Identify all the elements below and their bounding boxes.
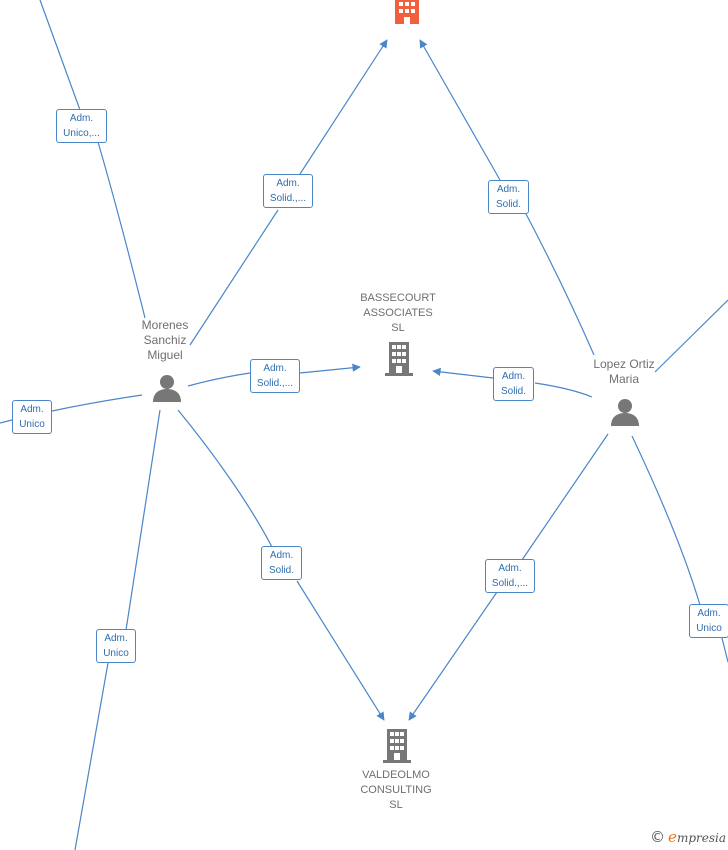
edge-morenes-to-valdeolmo <box>177 409 384 720</box>
edge-lopez-to-top-company <box>420 40 595 356</box>
edge-label-adm-unico[interactable]: Adm. Unico <box>96 629 136 663</box>
edge-label-adm-solid[interactable]: Adm. Solid.,... <box>485 559 535 593</box>
company-name-bassecourt[interactable]: BASSECOURT ASSOCIATES SL <box>360 292 436 334</box>
edge-label-adm-solid[interactable]: Adm. Solid. <box>488 180 529 214</box>
edge-label-adm-solid[interactable]: Adm. Solid.,... <box>263 174 313 208</box>
edge-offscreen-to-morenes-bottom <box>74 409 161 850</box>
edge-offscreen-to-lopez-right <box>654 299 728 373</box>
brand-initial: e <box>668 828 677 846</box>
building-icon[interactable] <box>391 0 423 26</box>
person-name-lopez[interactable]: Lopez Ortiz Maria <box>593 357 655 386</box>
company-name-valdeolmo[interactable]: VALDEOLMO CONSULTING SL <box>360 769 432 811</box>
copyright-symbol: © <box>650 828 666 846</box>
edge-lopez-to-bassecourt <box>433 371 593 398</box>
edge-morenes-to-bassecourt <box>187 367 360 387</box>
building-icon[interactable] <box>383 342 415 376</box>
edge-label-adm-unico[interactable]: Adm. Unico,... <box>56 109 107 143</box>
edge-label-adm-unico[interactable]: Adm. Unico <box>689 604 728 638</box>
person-name-morenes[interactable]: Morenes Sanchiz Miguel <box>141 318 189 362</box>
edge-offscreen-to-morenes <box>39 0 146 319</box>
edge-lopez-to-offscreen-bottom <box>631 435 728 663</box>
person-icon[interactable] <box>152 374 182 402</box>
edge-label-adm-solid[interactable]: Adm. Solid. <box>493 367 534 401</box>
edge-label-adm-unico[interactable]: Adm. Unico <box>12 400 52 434</box>
edge-lopez-to-valdeolmo <box>409 433 609 720</box>
edge-label-adm-solid[interactable]: Adm. Solid. <box>261 546 302 580</box>
building-icon[interactable] <box>381 729 413 763</box>
edge-label-adm-solid[interactable]: Adm. Solid.,... <box>250 359 300 393</box>
person-icon[interactable] <box>610 398 640 426</box>
brand-name: mpresia <box>676 831 726 845</box>
edge-morenes-to-top-company <box>189 40 387 346</box>
edge-offscreen-to-morenes-left <box>0 394 143 424</box>
empresia-watermark: ©empresia <box>650 828 726 846</box>
